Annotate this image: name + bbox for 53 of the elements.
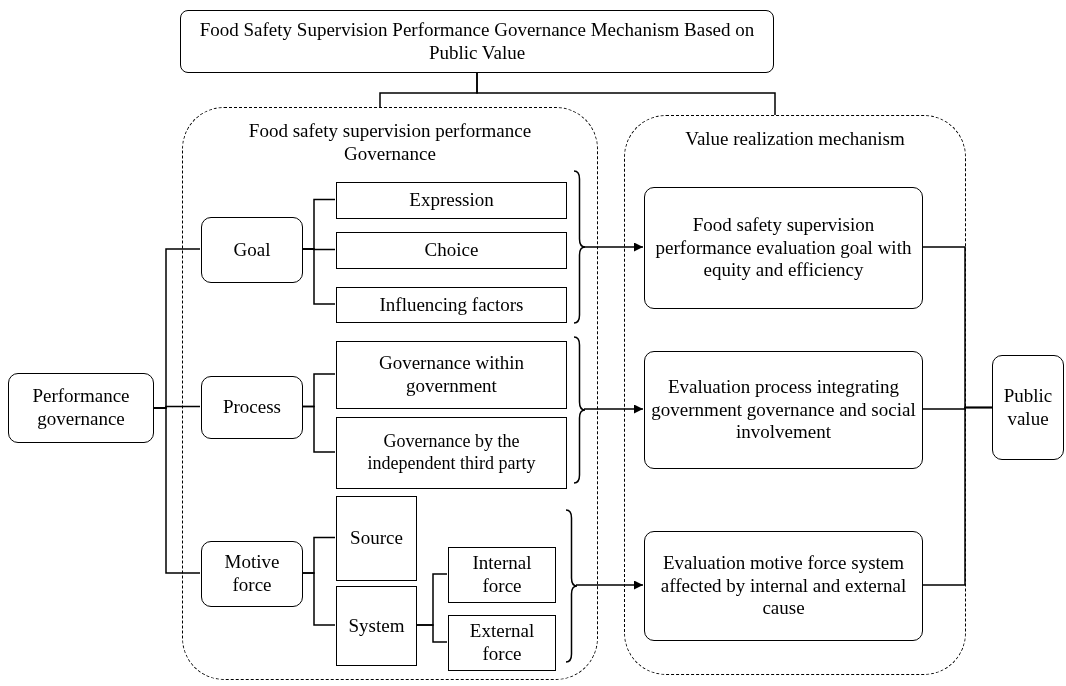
connector-line (153, 407, 201, 574)
node-label: Public value (1002, 384, 1054, 431)
connector-line (921, 406, 993, 586)
dashed-group (182, 107, 598, 680)
curly-brace (566, 510, 577, 662)
node-label: Food Safety Supervision Performance Governance Mechanism Based on Public Value (198, 18, 756, 65)
node-label: External force (468, 620, 536, 666)
process-box (201, 541, 303, 607)
item-box (448, 547, 556, 603)
node-label: Expression (409, 189, 494, 212)
process-box (644, 187, 923, 309)
node-label: Evaluation motive force system affected by internal and external cause (659, 551, 908, 621)
node-label: Internal force (471, 552, 533, 598)
item-box (336, 182, 567, 219)
item-box (336, 586, 417, 666)
item-box (336, 341, 567, 409)
item-box (448, 615, 556, 671)
node-label: Process (222, 396, 282, 419)
connector-line (476, 72, 776, 116)
title-box (180, 10, 774, 73)
node-label: Source (350, 527, 403, 550)
group-heading: Food safety supervision performance Governance (247, 120, 533, 166)
process-box (8, 373, 154, 443)
connector-line (301, 572, 336, 626)
node-label: Performance governance (31, 385, 131, 431)
node-label: System (348, 614, 405, 638)
node-label: Governance within government (377, 352, 526, 398)
node-label: Choice (424, 239, 479, 262)
node-label: Evaluation process integrating government governance and social involvement (650, 375, 917, 445)
item-box (336, 232, 567, 269)
node-label: Influencing factors (379, 293, 524, 317)
node-label: Goal (233, 238, 271, 262)
arrow (583, 404, 644, 414)
node-label: Governance by the independent third party (366, 431, 537, 475)
arrow (583, 242, 644, 252)
item-box (336, 417, 567, 489)
connector-line (301, 248, 336, 305)
process-box (201, 376, 303, 439)
arrow (575, 580, 644, 590)
curly-brace (574, 337, 585, 483)
process-box (644, 351, 923, 469)
item-box (336, 287, 567, 323)
node-label: Food safety supervision performance evaluation goal with equity and efficiency (654, 213, 913, 283)
connector-line (415, 624, 448, 643)
process-box (201, 217, 303, 283)
node-label: Motive force (223, 551, 281, 597)
dashed-group (624, 115, 966, 675)
group-heading: Value realization mechanism (684, 128, 906, 151)
process-box (992, 355, 1064, 460)
process-box (644, 531, 923, 641)
connector-line (301, 405, 336, 453)
item-box (336, 496, 417, 581)
curly-brace (574, 171, 585, 323)
